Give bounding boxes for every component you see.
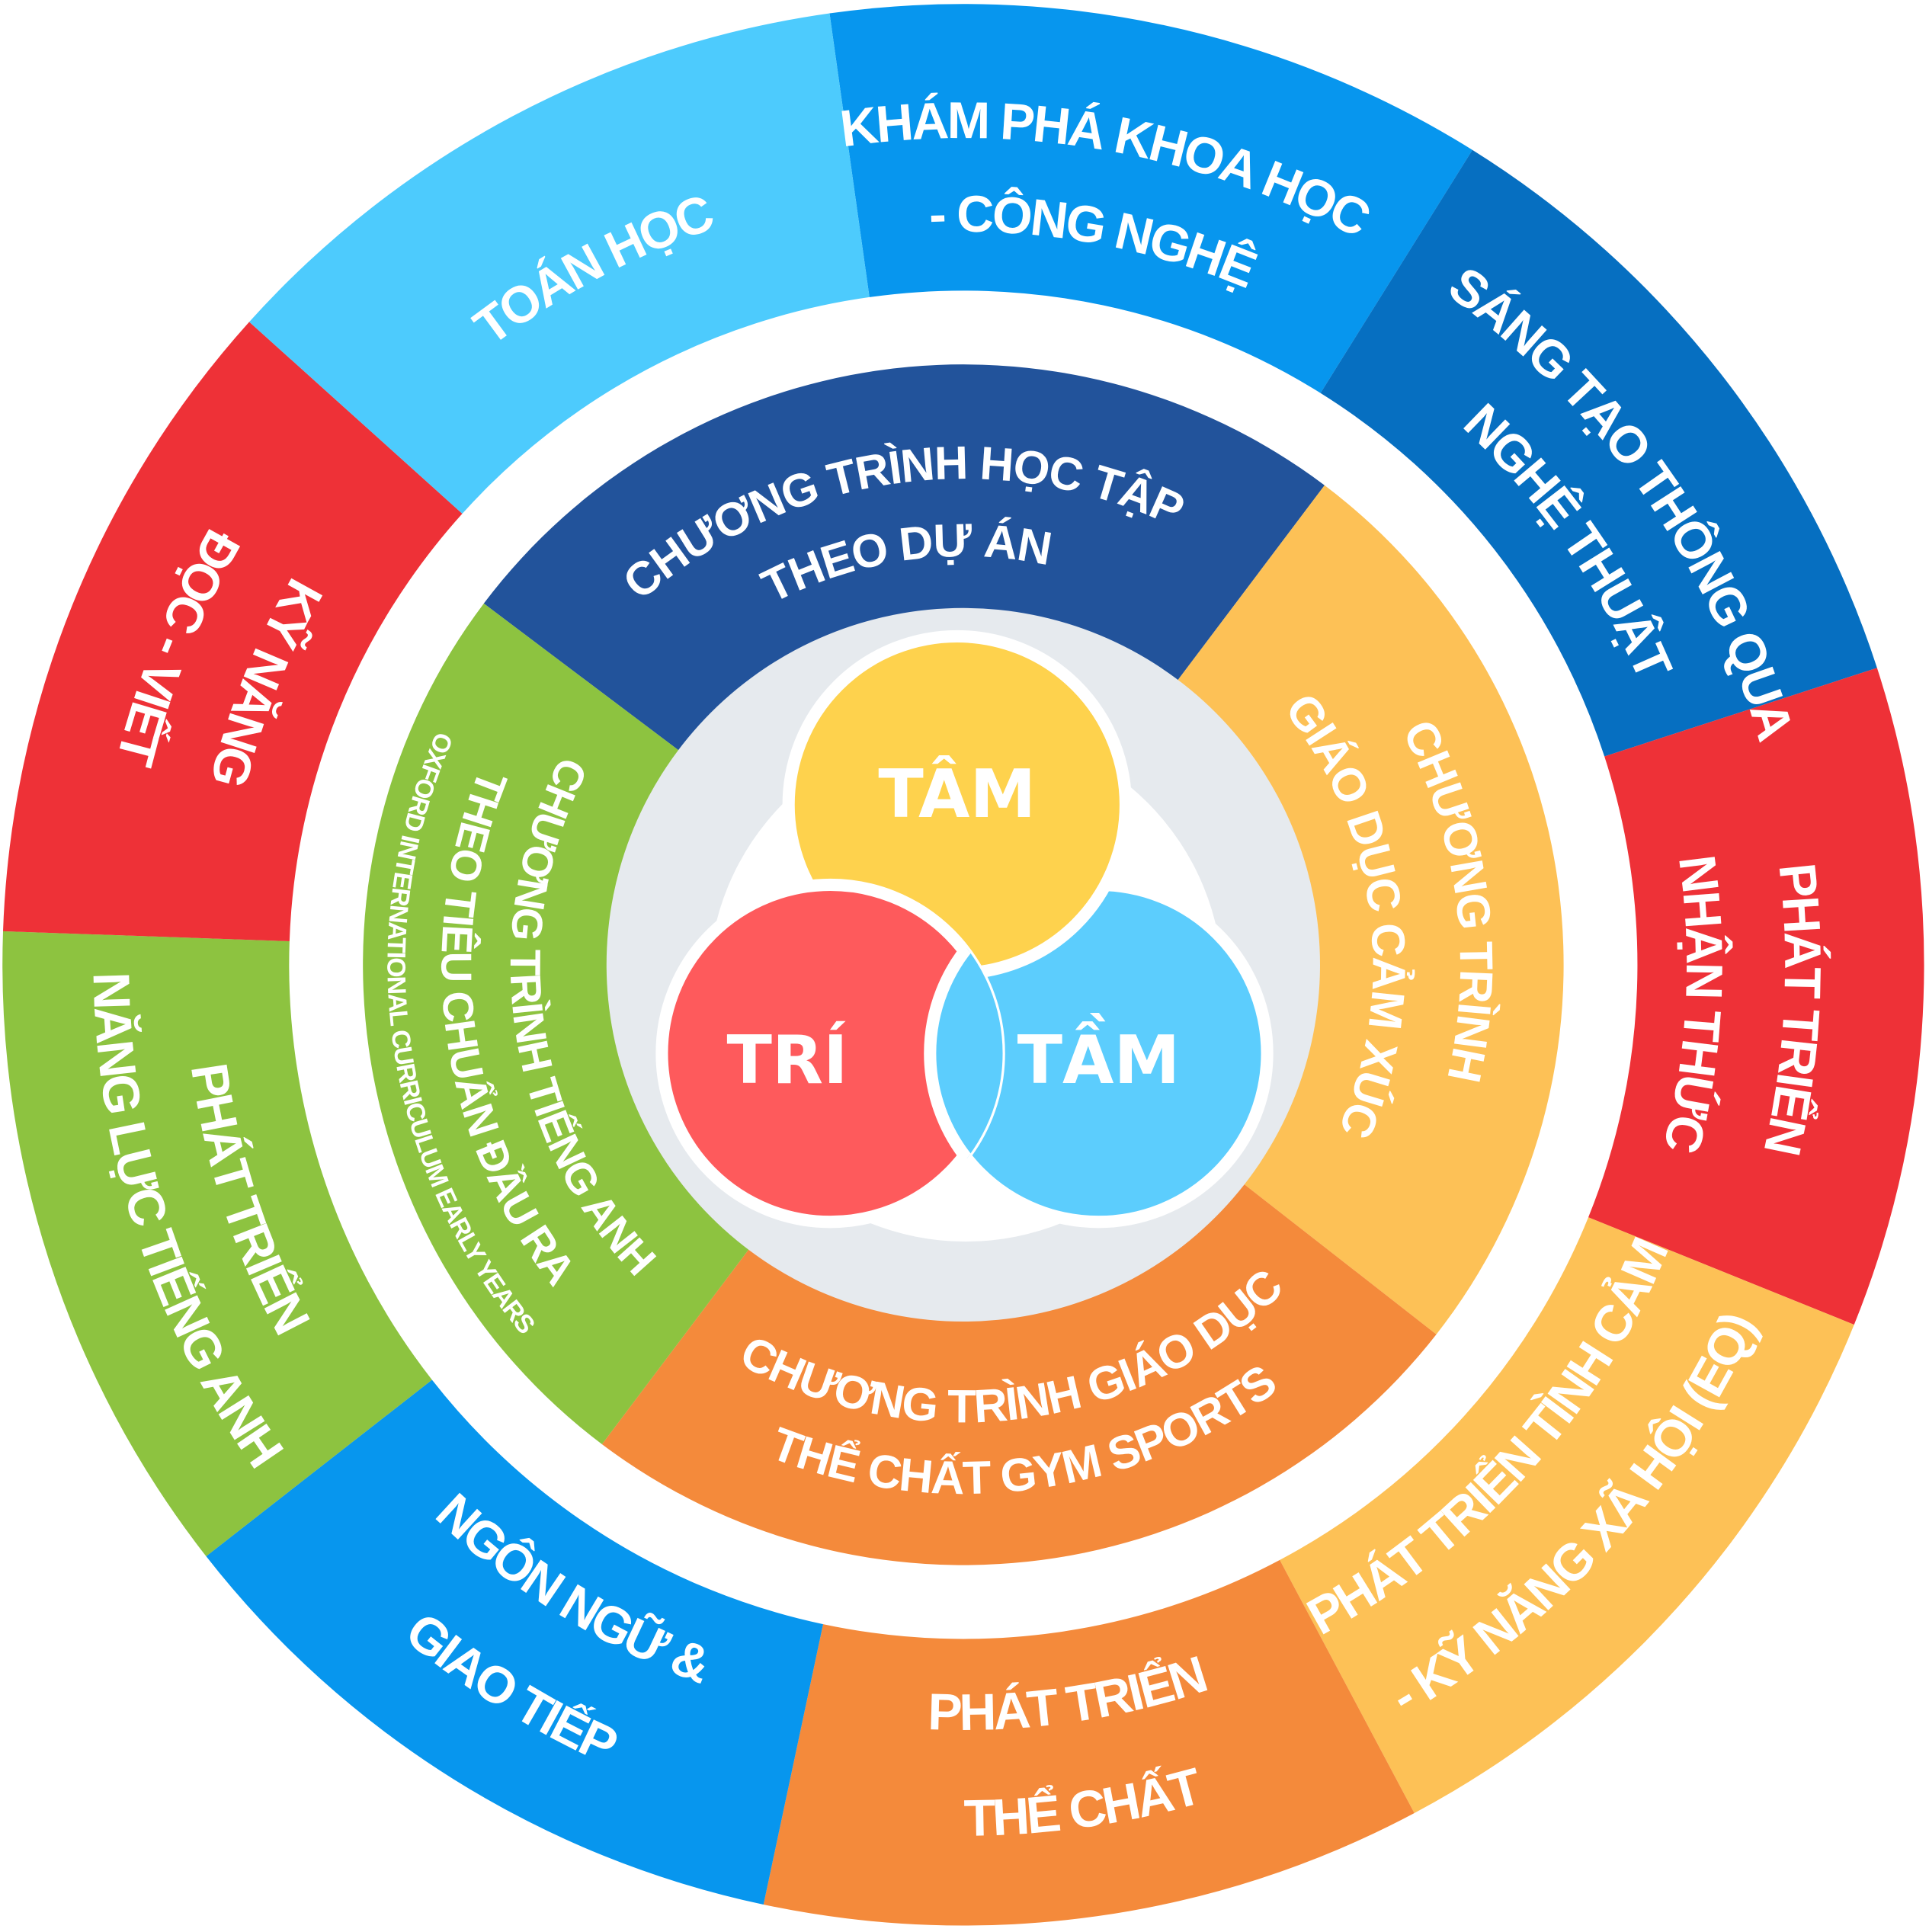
circle-label-tam-heart: TÂM [878,755,1036,833]
outer-segment-physical-development [763,1559,1415,1926]
outer-segment-cognitive-development [1588,668,1924,1325]
middle-segment-project-based-learning [483,364,1325,752]
outer-segment-social-emotional-eq [1280,1217,1854,1813]
middle-segment-emotional-education [1176,485,1564,1334]
outer-segment-science-technology [829,4,1472,393]
outer-segment-english-proficiency [2,931,432,1557]
outer-segment-art-creativity [1320,149,1877,757]
middle-segment-english-program [363,603,751,1444]
middle-ring [363,364,1564,1565]
circle-label-tri-intellect: TRÍ [727,1021,848,1099]
circle-tam-vision [924,881,1003,1226]
middle-segment-gym-sports [601,1183,1437,1565]
circle-label-tam-vision: TẦM [1017,1012,1181,1099]
outer-segment-mathematics [249,13,870,514]
outer-ring [2,4,1924,1926]
outer-segment-reading-writing [2,322,463,942]
core: TÂM TRÍ TẦM [606,607,1320,1322]
outer-segment-language-communication [206,1379,823,1905]
